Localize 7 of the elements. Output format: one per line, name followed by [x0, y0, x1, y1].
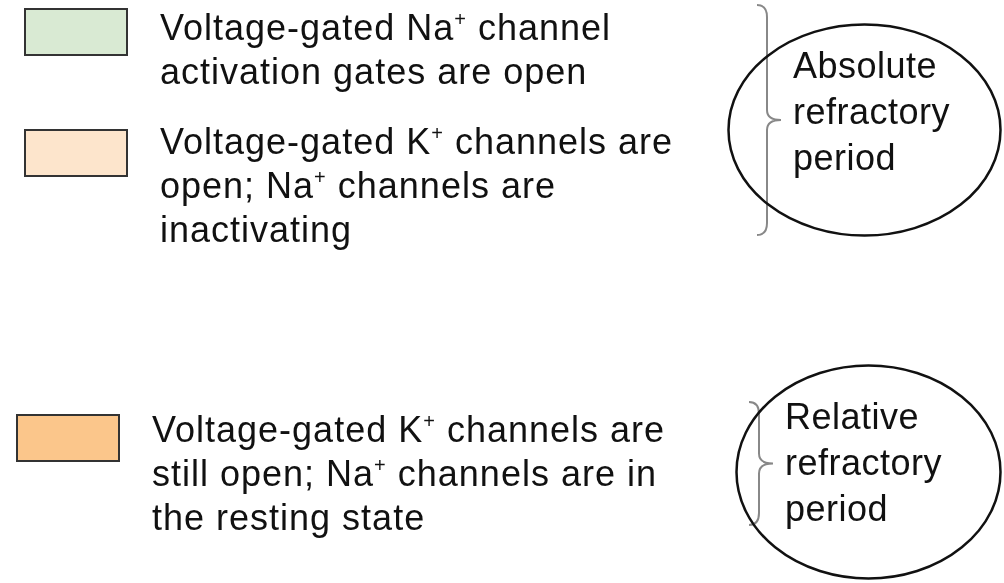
period-label: Absolute refractory period [793, 44, 952, 180]
ellipse-node [735, 364, 1002, 580]
ellipse-node [727, 23, 1002, 237]
legend-text: Voltage-gated K$^{+}$ channels are still open; Na$^{+}$ channels are in the resting state [152, 408, 667, 540]
legend-text: Voltage-gated K$^{+}$ channels are open; Na$^{+}$ channels are inactivating [160, 120, 675, 252]
period-label: Relative refractory period [785, 395, 944, 531]
legend-text: Voltage-gated Na$^{+}$ channel activation gates are open [160, 6, 612, 94]
